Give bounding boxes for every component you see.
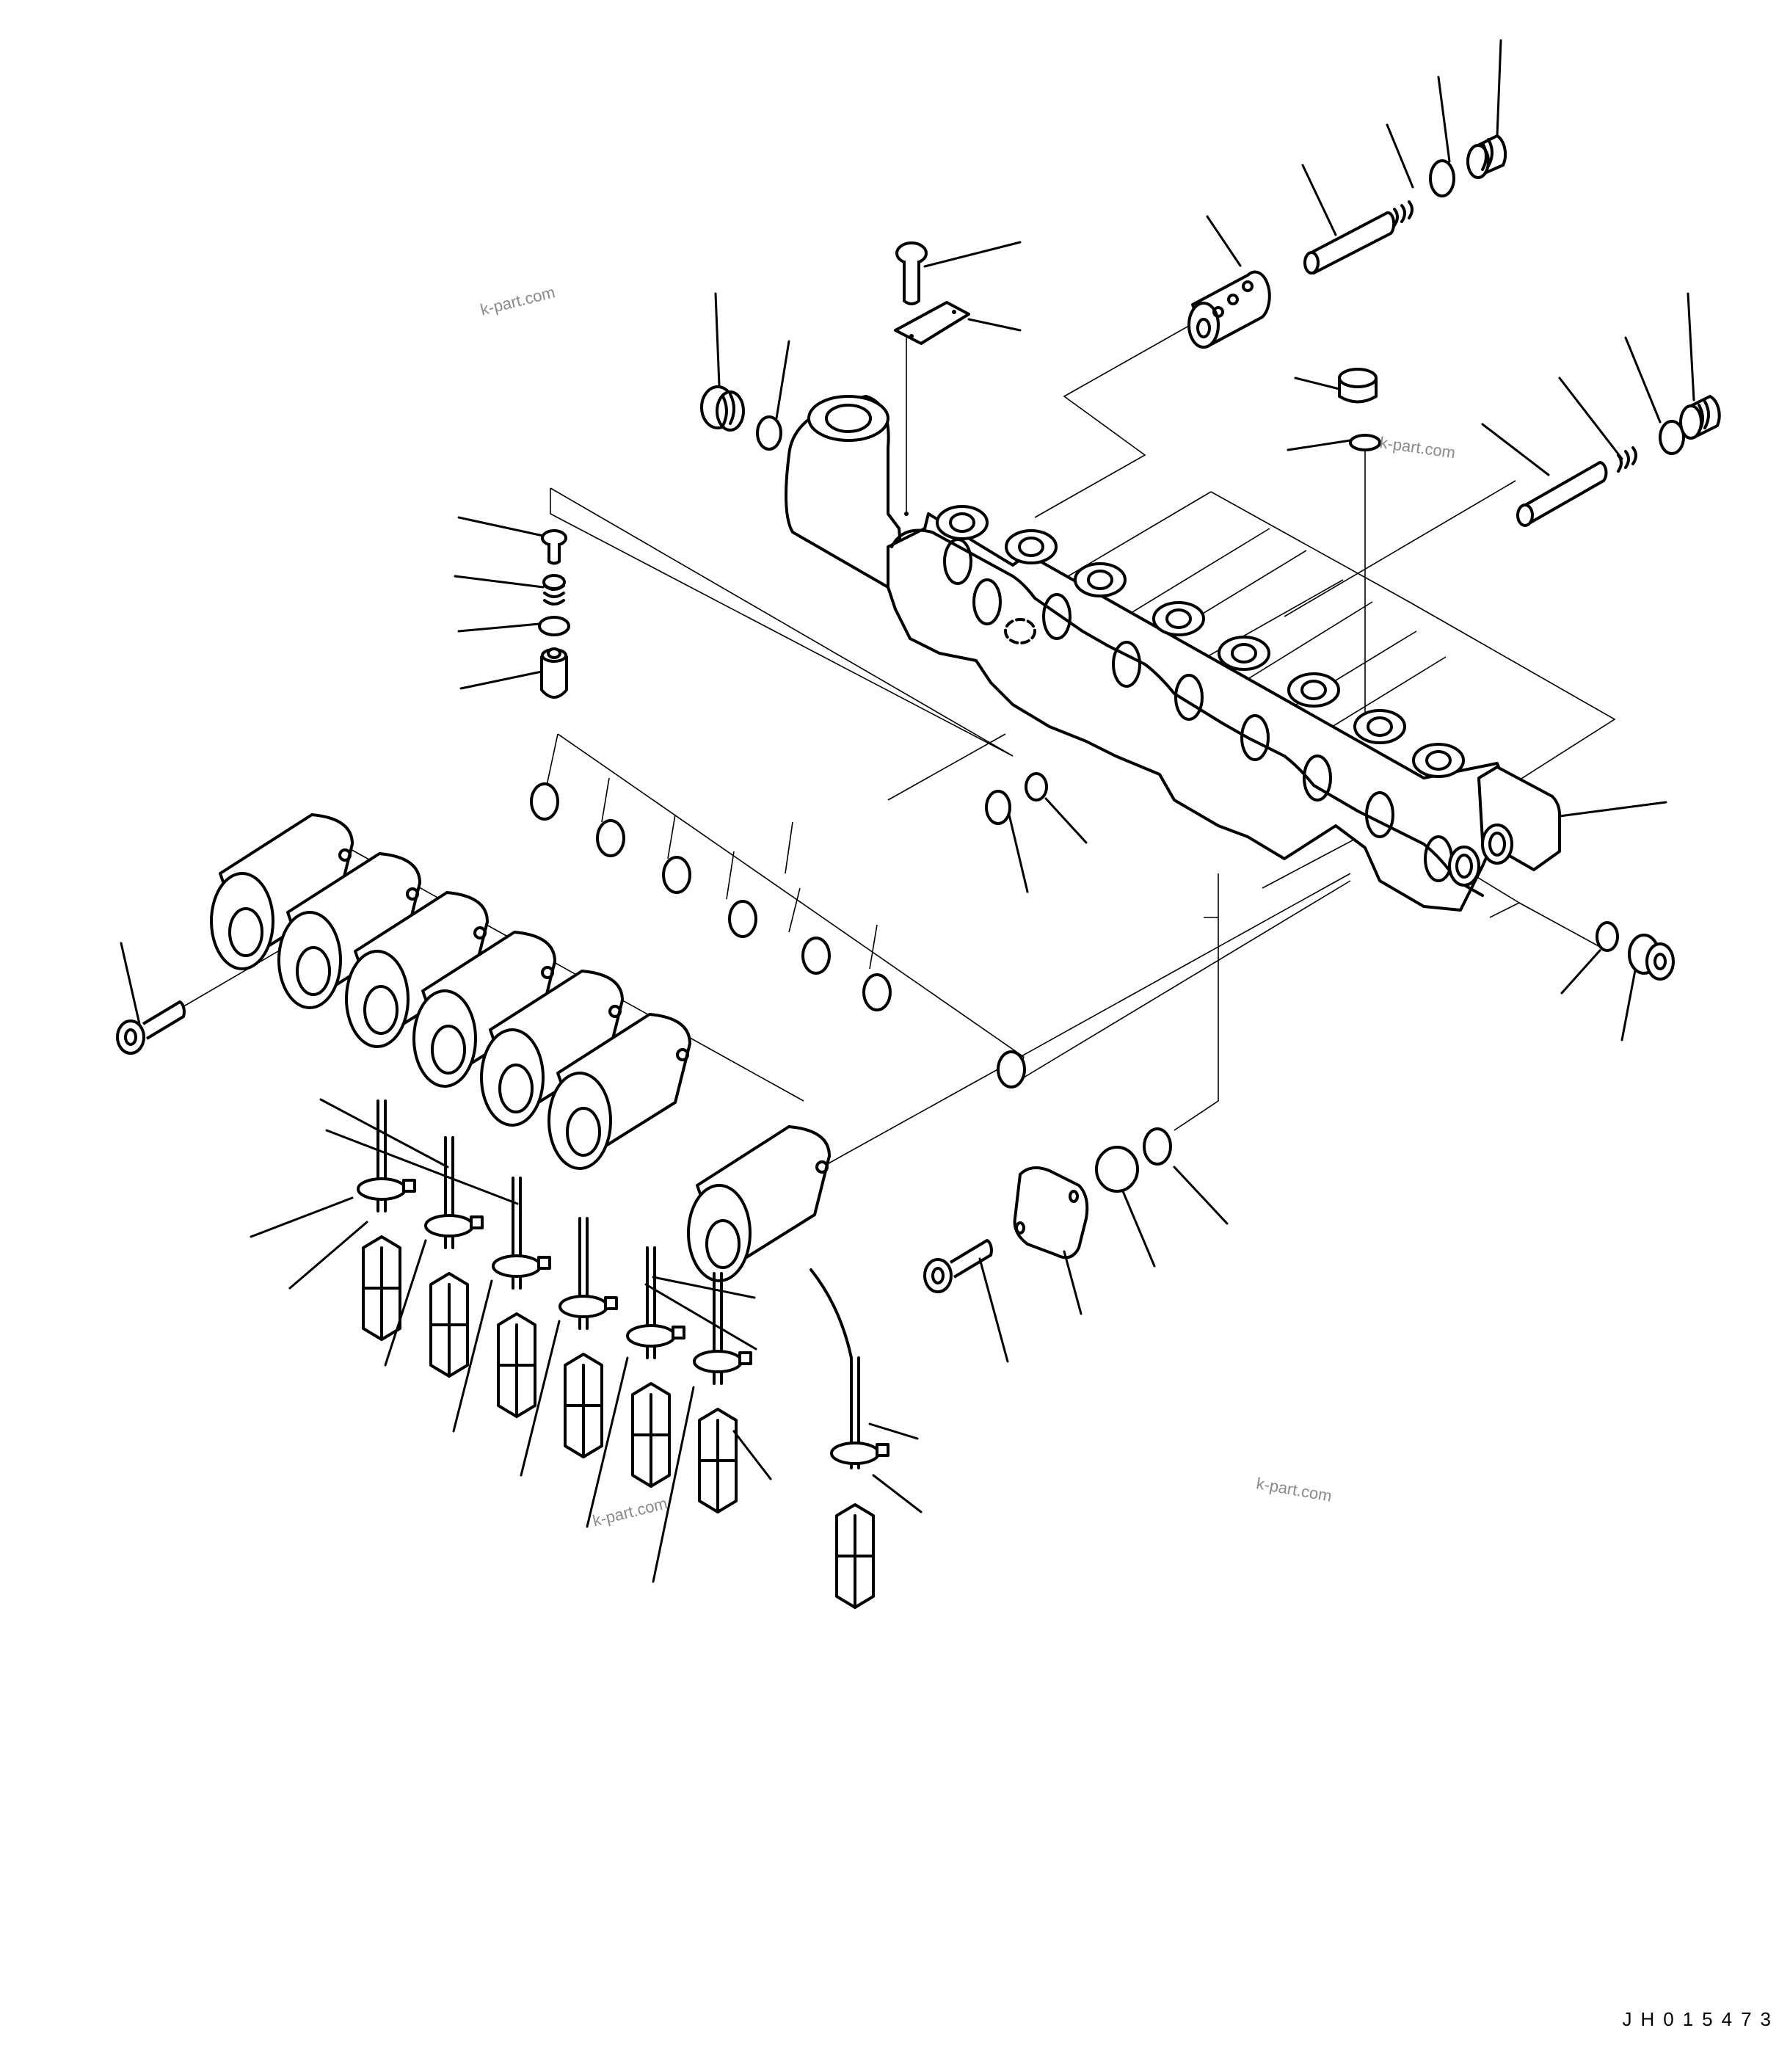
cover-set <box>923 1127 1172 1293</box>
solenoid-7 <box>687 1125 831 1282</box>
end-block <box>1448 766 1561 887</box>
left-stack <box>538 529 570 699</box>
center-plug <box>1338 368 1381 451</box>
solenoid-2 <box>277 852 421 1009</box>
o-ring-row <box>530 733 1048 1088</box>
solenoid-1 <box>210 813 354 970</box>
leader-lines <box>120 39 1695 1583</box>
solenoid-6 <box>547 1013 691 1170</box>
bolt-left <box>116 1000 186 1055</box>
right-spool-set <box>1516 395 1721 527</box>
nameplate-assembly <box>894 241 970 345</box>
solenoid-4 <box>412 931 556 1088</box>
solenoid-3 <box>345 891 489 1048</box>
left-plug-oring <box>700 385 782 451</box>
right-plug-oring <box>1596 921 1675 981</box>
drawing-code: JH015473 <box>1622 2008 1780 2030</box>
upper-spool-set <box>1187 134 1507 349</box>
solenoid-5 <box>480 970 624 1127</box>
harness-connectors <box>357 1099 889 1609</box>
valve-body <box>785 395 1513 912</box>
solenoid-valves <box>210 813 831 1282</box>
